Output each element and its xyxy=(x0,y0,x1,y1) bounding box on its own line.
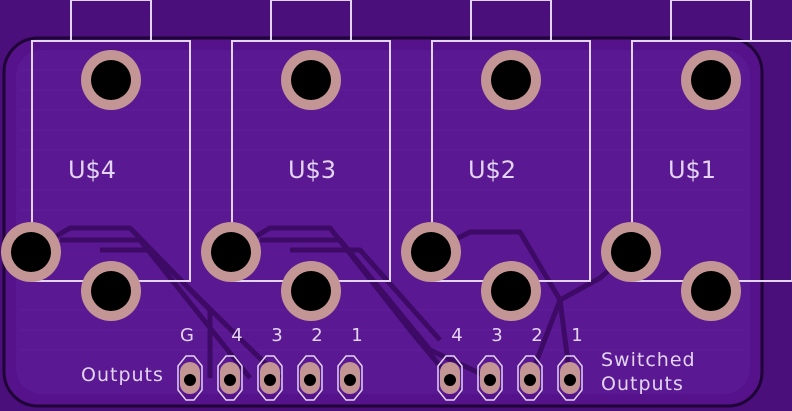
outputs-pin-label-4: 4 xyxy=(231,325,242,346)
pad-u3-top xyxy=(281,50,341,110)
pour-hatching xyxy=(20,69,745,351)
outputs-header-pins xyxy=(177,355,363,401)
switched-outputs-label-line2: Outputs xyxy=(601,373,684,395)
header-pin xyxy=(257,355,283,401)
jack-pads xyxy=(1,50,741,321)
header-pin xyxy=(337,355,363,401)
pad-u4-bottom xyxy=(81,261,141,321)
pad-u1-top xyxy=(681,50,741,110)
header-pin xyxy=(477,355,503,401)
ref-u4: U$4 xyxy=(68,156,116,184)
pad-u3-bottom xyxy=(281,261,341,321)
pad-u4-top xyxy=(81,50,141,110)
switched-pin-label-2: 2 xyxy=(531,325,542,346)
pad-u1-left xyxy=(601,222,661,282)
ref-u2: U$2 xyxy=(468,156,516,184)
outputs-label: Outputs xyxy=(81,364,164,386)
pad-u4-left xyxy=(1,222,61,282)
pad-u2-top xyxy=(481,50,541,110)
header-pin xyxy=(217,355,243,401)
outputs-pin-labels: G 4 3 2 1 xyxy=(180,325,363,346)
header-pin xyxy=(297,355,323,401)
outputs-pin-label-3: 3 xyxy=(271,325,282,346)
outputs-pin-label-2: 2 xyxy=(311,325,322,346)
pad-u2-bottom xyxy=(481,261,541,321)
switched-header-pins xyxy=(437,355,583,401)
switched-outputs-label-line1: Switched xyxy=(601,349,696,371)
switched-pin-label-1: 1 xyxy=(571,325,582,346)
switched-pin-label-4: 4 xyxy=(451,325,462,346)
copper-traces xyxy=(28,225,632,381)
ref-u3: U$3 xyxy=(288,156,336,184)
pad-u1-bottom xyxy=(681,261,741,321)
header-pin xyxy=(437,355,463,401)
pad-u3-left xyxy=(201,222,261,282)
switched-pin-label-3: 3 xyxy=(491,325,502,346)
pad-u2-left xyxy=(401,222,461,282)
ground-pour xyxy=(16,50,750,394)
outputs-pin-label-g: G xyxy=(180,325,194,346)
header-pin xyxy=(557,355,583,401)
outputs-pin-label-1: 1 xyxy=(351,325,362,346)
ref-u1: U$1 xyxy=(668,156,716,184)
header-pin xyxy=(517,355,543,401)
switched-pin-labels: 4 3 2 1 xyxy=(451,325,582,346)
header-pin xyxy=(177,355,203,401)
